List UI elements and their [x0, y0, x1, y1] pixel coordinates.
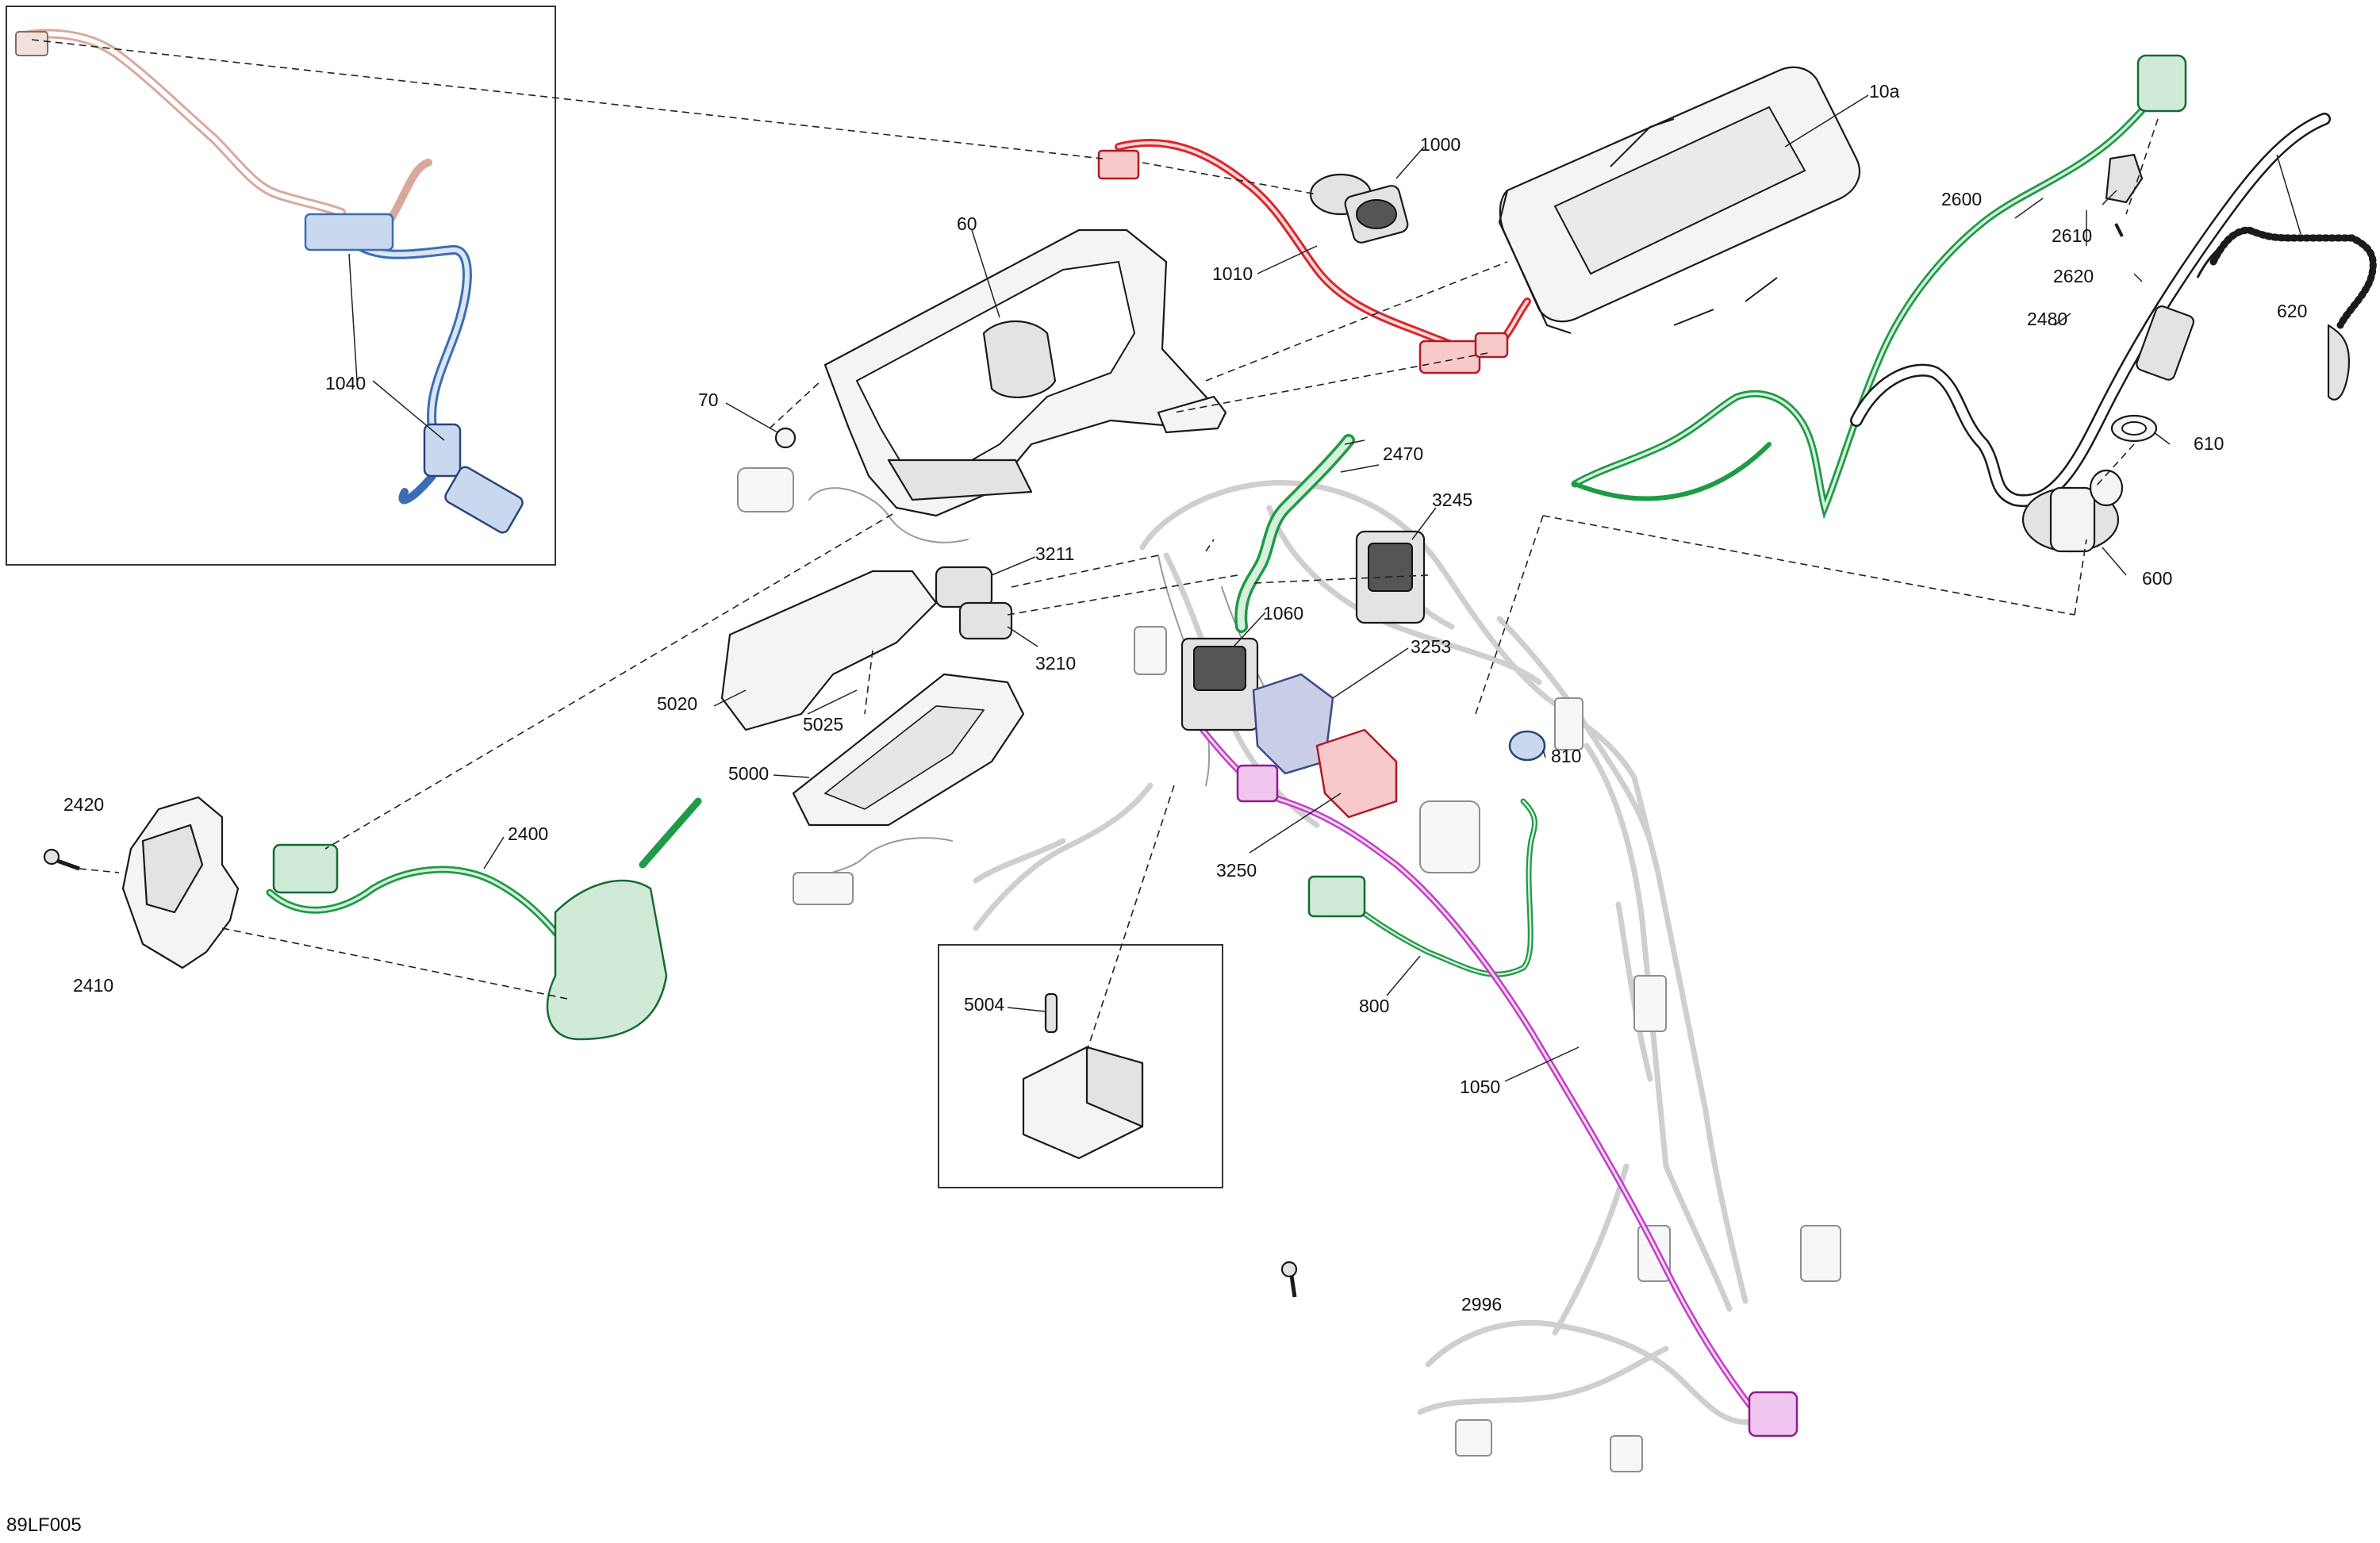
leader-lines: [348, 94, 2301, 1082]
callout-2410: 2410: [73, 975, 113, 996]
switch-3250: [1315, 728, 1398, 819]
tube-2480: [1850, 113, 2331, 508]
callout-3211: 3211: [1035, 543, 1074, 564]
callout-5004: 5004: [964, 994, 1004, 1015]
connector-3210: [958, 601, 1013, 640]
inset-frame-harness-1040: [6, 6, 556, 566]
callout-3250: 3250: [1216, 860, 1257, 881]
callout-1060: 1060: [1263, 603, 1303, 624]
callout-810: 810: [1551, 746, 1581, 766]
terminal-5004: [1044, 992, 1058, 1034]
callout-1050: 1050: [1460, 1077, 1500, 1097]
callout-2400: 2400: [508, 823, 548, 844]
callout-2420: 2420: [63, 794, 104, 815]
callout-2470: 2470: [1383, 443, 1423, 464]
callout-1000: 1000: [1420, 134, 1461, 155]
screw-2620: [2114, 223, 2124, 237]
switch-1060: [1180, 637, 1259, 731]
assembly-dashed-lines: [31, 39, 2159, 1052]
harness-2600: [1571, 54, 2187, 520]
callout-620: 620: [2277, 301, 2307, 321]
grommet-810: [1508, 730, 1546, 762]
lanyard-620: [2136, 226, 2377, 401]
callout-2620: 2620: [2053, 266, 2094, 286]
callout-5000: 5000: [728, 763, 769, 784]
callout-3245: 3245: [1432, 489, 1472, 510]
harness-800: [1307, 798, 1537, 977]
callout-3253: 3253: [1411, 636, 1451, 657]
switch-block-inset: [1022, 1046, 1144, 1160]
callout-1010: 1010: [1212, 263, 1253, 284]
bracket-5020: [720, 570, 938, 731]
harness-1010: [1097, 139, 1531, 374]
bezel-60: [823, 228, 1227, 517]
power-socket-1000: [1309, 173, 1409, 244]
callout-5025: 5025: [803, 714, 843, 735]
screw-2420: [43, 848, 80, 871]
callout-5020: 5020: [657, 693, 697, 714]
connector-3211: [935, 566, 993, 608]
callout-610: 610: [2194, 433, 2224, 454]
ignition-600: [2021, 469, 2124, 553]
screw-70: [774, 427, 797, 449]
callout-60: 60: [957, 213, 977, 234]
harness-2400: [266, 797, 702, 1041]
callout-labels: 10a 60 70 1000 1010 1040 2600 2610 2620 …: [63, 81, 2307, 1315]
callout-3210: 3210: [1035, 653, 1076, 674]
harness-1040: [15, 29, 524, 534]
callout-2610: 2610: [2052, 225, 2092, 246]
callout-800: 800: [1359, 996, 1389, 1016]
callout-2480: 2480: [2027, 309, 2067, 329]
screw-2996: [1280, 1261, 1298, 1298]
callout-600: 600: [2142, 568, 2172, 589]
module-5000: [792, 673, 1025, 827]
bracket-2410: [121, 796, 240, 969]
callout-10a: 10a: [1869, 81, 1900, 102]
inset-frame-switch-5004: [938, 944, 1223, 1188]
nut-610: [2110, 414, 2158, 443]
display-10a: [1498, 66, 1860, 335]
diagram-code: 89LF005: [6, 1514, 82, 1536]
harness-1050: [1187, 711, 1798, 1437]
callout-2996: 2996: [1461, 1294, 1502, 1315]
callout-2600: 2600: [1941, 189, 1982, 209]
callout-1040: 1040: [325, 373, 366, 393]
callout-70: 70: [698, 390, 719, 410]
hose-2470: [1234, 434, 1355, 633]
